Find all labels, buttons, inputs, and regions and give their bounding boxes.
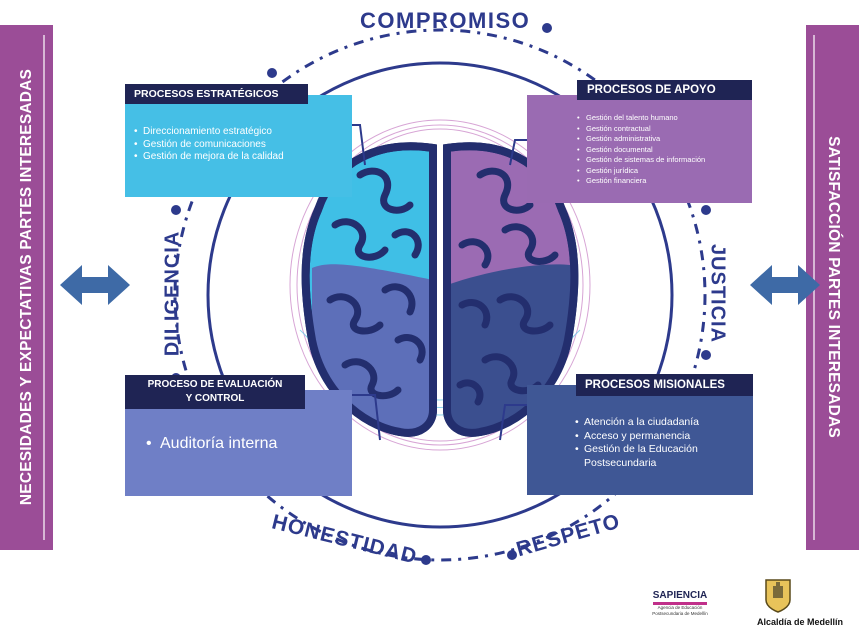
list-item: Gestión de comunicaciones xyxy=(134,139,349,152)
list-item: Gestión de sistemas de información xyxy=(577,155,749,166)
values-ring xyxy=(173,28,707,562)
list-item: Gestión del talento humano xyxy=(577,113,749,124)
list-item: Gestión de mejora de la calidad xyxy=(134,151,349,164)
ring-dot xyxy=(701,205,711,215)
ring-dot xyxy=(421,555,431,565)
list-item: Acceso y permanencia xyxy=(575,430,747,444)
right-double-arrow xyxy=(750,265,820,305)
list-item: Auditoría interna xyxy=(146,434,346,454)
evaluacion-list: Auditoría interna xyxy=(146,434,346,454)
process-ring xyxy=(206,61,674,529)
left-double-arrow xyxy=(60,265,130,305)
apoyo-list: Gestión del talento humano Gestión contr… xyxy=(577,113,749,187)
list-item: Gestión documental xyxy=(577,145,749,156)
ring-dot xyxy=(267,68,277,78)
list-item: Gestión administrativa xyxy=(577,134,749,145)
list-item: Direccionamiento estratégico xyxy=(134,126,349,139)
sapiencia-sub1: Agencia de Educación xyxy=(657,605,703,610)
list-item: Atención a la ciudadanía xyxy=(575,416,747,430)
apoyo-title: PROCESOS DE APOYO xyxy=(577,80,752,100)
ring-dot xyxy=(701,350,711,360)
connector-lines xyxy=(350,124,528,441)
sapiencia-logo: SAPIENCIA Agencia de Educación Postsecun… xyxy=(636,585,724,617)
alcaldia-label: Alcaldía de Medellín xyxy=(756,617,844,627)
brain-folds xyxy=(326,167,559,406)
list-item: Gestión financiera xyxy=(577,176,749,187)
sapiencia-sub2: Postsecundaria de Medellín xyxy=(652,611,708,616)
evaluacion-title: PROCESO DE EVALUACIÓN Y CONTROL xyxy=(125,375,305,409)
misionales-title: PROCESOS MISIONALES xyxy=(576,374,753,396)
evaluacion-title-line2: Y CONTROL xyxy=(185,393,245,404)
list-item: Gestión de la Educación Postsecundaria xyxy=(575,443,747,470)
misionales-list: Atención a la ciudadanía Acceso y perman… xyxy=(575,416,747,470)
value-left: DILIGENCIA xyxy=(161,230,184,357)
list-item: Gestión jurídica xyxy=(577,166,749,177)
left-band-line xyxy=(43,35,45,540)
ring-dot xyxy=(171,205,181,215)
sapiencia-name: SAPIENCIA xyxy=(652,590,708,605)
ring-dot xyxy=(542,23,552,33)
alcaldia-shield-icon xyxy=(765,579,791,613)
evaluacion-title-line1: PROCESO DE EVALUACIÓN xyxy=(147,379,283,390)
value-top: COMPROMISO xyxy=(360,8,531,33)
estrategicos-list: Direccionamiento estratégico Gestión de … xyxy=(134,126,349,164)
estrategicos-title: PROCESOS ESTRATÉGICOS xyxy=(125,84,308,104)
list-item: Gestión contractual xyxy=(577,124,749,135)
value-right: JUSTICIA xyxy=(706,243,729,344)
ring-dot xyxy=(507,550,517,560)
